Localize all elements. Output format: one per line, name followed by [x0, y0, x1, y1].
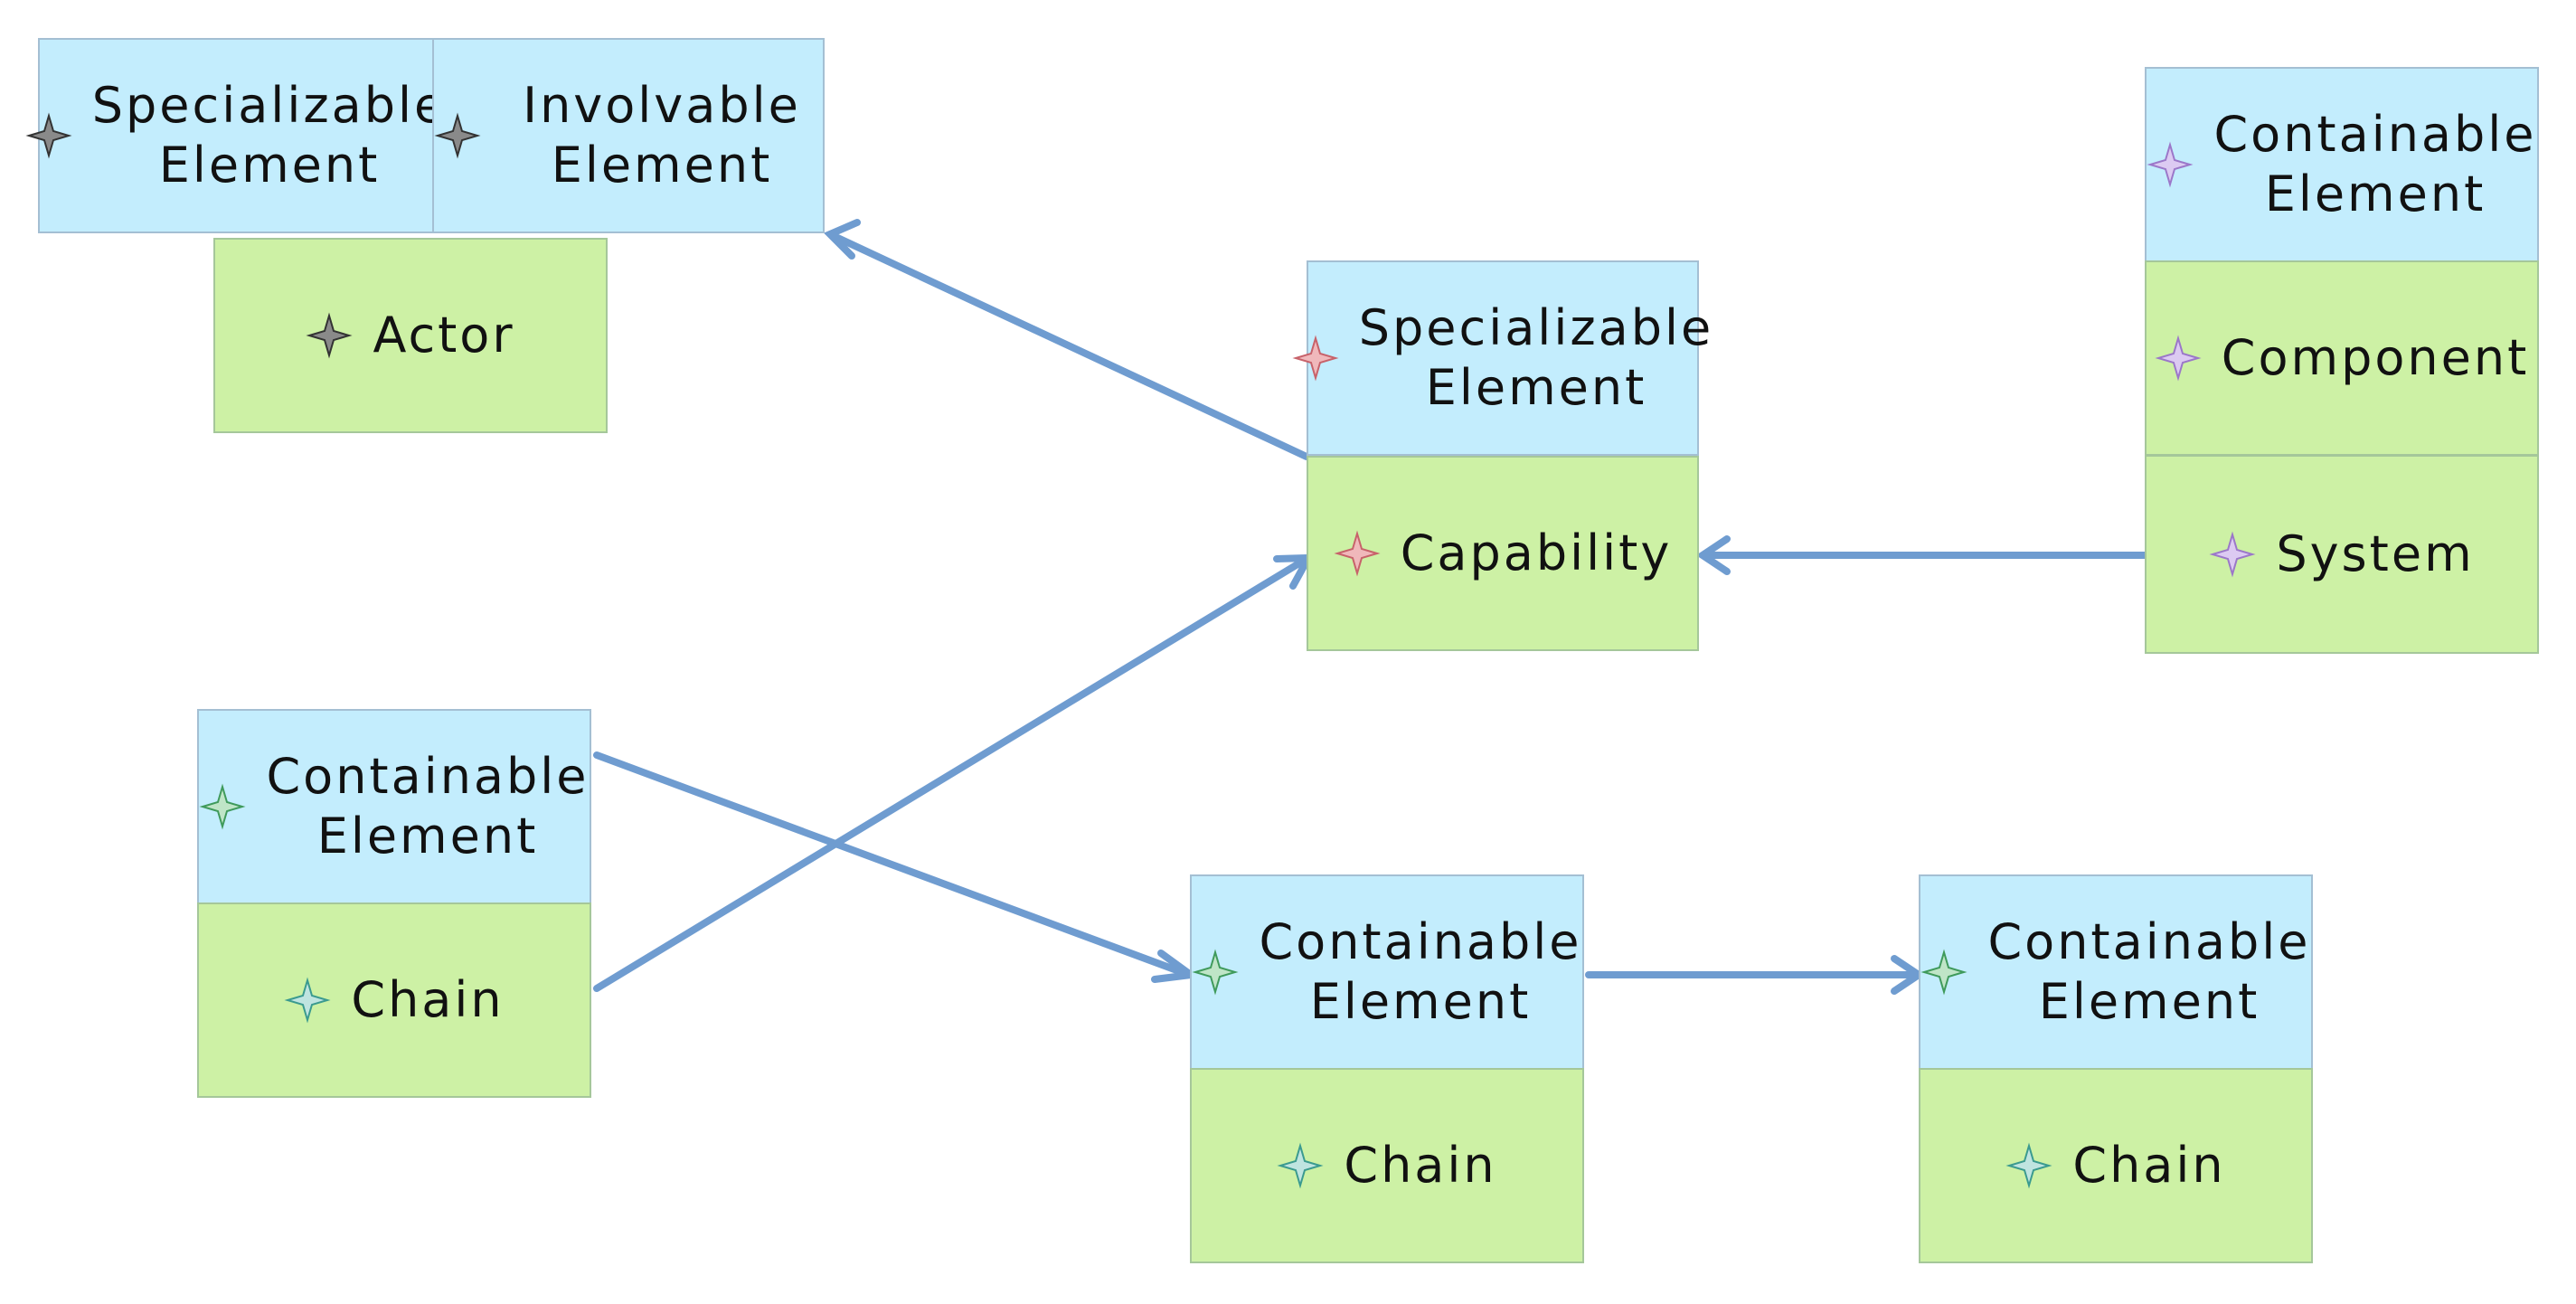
node-actor[interactable]: Actor: [213, 238, 608, 433]
node-label: Containable Element: [2213, 106, 2537, 222]
node-label: Component: [2221, 329, 2530, 387]
node-capability[interactable]: Capability: [1307, 456, 1699, 651]
node-label: Containable Element: [1987, 913, 2311, 1030]
node-containable-element-far-right[interactable]: Containable Element: [1919, 874, 2313, 1070]
arrow-left-chain-to-capability-head: [1273, 553, 1315, 590]
green-star-icon: [199, 783, 246, 830]
arrow-capability-to-involvable: [828, 232, 1310, 460]
node-containable-element-left[interactable]: Containable Element: [197, 709, 591, 904]
node-containable-element-middle[interactable]: Containable Element: [1190, 874, 1584, 1070]
teal-star-icon: [1277, 1142, 1324, 1189]
node-system[interactable]: System: [2145, 455, 2539, 654]
teal-star-icon: [2005, 1142, 2052, 1189]
node-label: Chain: [351, 971, 505, 1029]
purple-star-icon: [2209, 531, 2256, 578]
node-chain-middle[interactable]: Chain: [1190, 1068, 1584, 1263]
pink-star-icon: [1334, 530, 1381, 577]
node-label: Containable Element: [266, 748, 590, 865]
node-label: Containable Element: [1259, 913, 1582, 1030]
gray-star-icon: [306, 312, 353, 359]
node-label: Involvable Element: [523, 77, 801, 194]
gray-star-icon: [25, 112, 72, 159]
purple-star-icon: [2155, 335, 2202, 382]
node-label: System: [2276, 525, 2475, 583]
node-chain-left[interactable]: Chain: [197, 902, 591, 1098]
arrow-capability-to-involvable-head: [824, 219, 861, 260]
arrow-left-containable-to-mid-containable-head: [1151, 950, 1201, 983]
node-label: Specializable Element: [1358, 299, 1714, 416]
node-label: Specializable Element: [91, 77, 448, 194]
node-label: Chain: [1344, 1137, 1497, 1195]
arrow-mid-to-far-containable-head: [1891, 955, 1926, 995]
node-label: Actor: [373, 307, 515, 364]
green-star-icon: [1920, 949, 1967, 996]
arrow-system-to-capability-head: [1695, 535, 1731, 575]
node-specializable-element-top-left[interactable]: Specializable Element: [25, 38, 444, 233]
node-component[interactable]: Component: [2145, 260, 2539, 456]
green-star-icon: [1192, 949, 1239, 996]
node-containable-element-right[interactable]: Containable Element: [2145, 67, 2539, 262]
node-capability-specializable-element[interactable]: Specializable Element: [1292, 260, 1711, 456]
gray-star-icon: [434, 112, 481, 159]
node-label: Chain: [2072, 1137, 2226, 1195]
pink-star-icon: [1292, 335, 1339, 382]
node-involvable-element[interactable]: Involvable Element: [432, 38, 825, 233]
teal-star-icon: [284, 977, 331, 1024]
purple-star-icon: [2147, 141, 2194, 188]
arrow-left-containable-to-mid-containable: [593, 751, 1193, 978]
node-label: Capability: [1400, 524, 1673, 582]
node-chain-far-right[interactable]: Chain: [1919, 1068, 2313, 1263]
